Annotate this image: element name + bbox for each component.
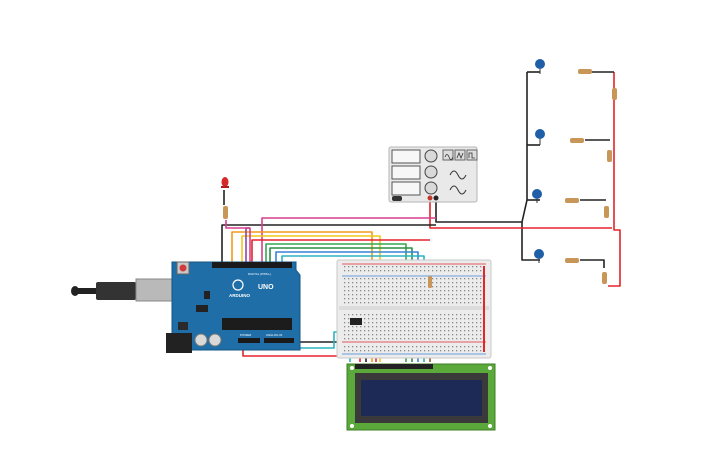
breadboard-right-rail xyxy=(483,266,485,352)
small-chip xyxy=(196,305,208,312)
resistor-h2[interactable] xyxy=(570,138,584,143)
lcd-mount-hole-3 xyxy=(350,424,354,428)
lcd-16x2[interactable] xyxy=(346,363,496,431)
arduino-uno[interactable]: ARDUINO UNO DIGITAL (PWM~) POWER ANALOG … xyxy=(71,261,301,353)
resistor-breadboard[interactable] xyxy=(428,276,432,288)
power-switch[interactable] xyxy=(392,196,402,201)
arduino-brand: ARDUINO xyxy=(229,293,250,298)
sensor-network xyxy=(532,59,617,284)
atmega-chip xyxy=(222,318,292,330)
power-label: POWER xyxy=(240,333,252,337)
digital-header[interactable] xyxy=(212,262,292,268)
wire-red-network[interactable] xyxy=(608,72,621,287)
breadboard-center-gap xyxy=(339,306,489,310)
crystal xyxy=(204,291,210,299)
ic-chip[interactable] xyxy=(350,318,362,325)
resistor-h3[interactable] xyxy=(565,198,579,203)
resistor-v4[interactable] xyxy=(602,272,607,284)
breadboard-holes xyxy=(344,266,482,352)
reset-button-cap xyxy=(179,264,187,272)
power-jack xyxy=(166,333,192,353)
lcd-mount-hole-2 xyxy=(488,366,492,370)
led-red[interactable] xyxy=(221,177,229,188)
regulator xyxy=(178,322,188,330)
wire-led-cathode[interactable] xyxy=(225,220,251,262)
resistor-h4[interactable] xyxy=(565,258,579,263)
piezo-2[interactable] xyxy=(535,129,545,145)
resistor-h1[interactable] xyxy=(578,69,592,74)
piezo-3[interactable] xyxy=(532,189,542,203)
wire-pink[interactable] xyxy=(261,217,436,262)
lcd-screen xyxy=(361,380,482,416)
terminal-negative[interactable] xyxy=(427,195,433,201)
digital-label: DIGITAL (PWM~) xyxy=(248,272,271,276)
lcd-mount-hole-4 xyxy=(488,424,492,428)
capacitor-1 xyxy=(194,333,208,347)
analog-label: ANALOG IN xyxy=(266,333,282,337)
function-generator-knobs[interactable] xyxy=(424,149,438,195)
lcd-mount-hole-1 xyxy=(350,366,354,370)
waveform-buttons[interactable] xyxy=(442,149,478,161)
analog-header[interactable] xyxy=(264,338,294,343)
resistor-v3[interactable] xyxy=(604,206,609,218)
resistor-v1[interactable] xyxy=(612,88,617,100)
arduino-logo xyxy=(232,279,244,291)
wire-black-gnd[interactable] xyxy=(221,224,436,262)
function-generator-displays xyxy=(391,149,421,196)
wire-black-r4[interactable] xyxy=(580,259,605,268)
wire-red-1[interactable] xyxy=(251,239,430,262)
sine-wave-icon xyxy=(449,170,467,180)
wire-red-network-2[interactable] xyxy=(429,198,612,229)
arduino-model: UNO xyxy=(258,284,274,291)
function-generator[interactable] xyxy=(388,146,478,203)
capacitor-2 xyxy=(208,333,222,347)
terminal-positive[interactable] xyxy=(433,195,439,201)
piezo-1[interactable] xyxy=(535,59,545,74)
power-header[interactable] xyxy=(238,338,260,343)
breadboard[interactable] xyxy=(336,259,492,359)
resistor-led[interactable] xyxy=(223,206,228,219)
sine-wave-icon-2 xyxy=(449,185,467,195)
resistor-v2[interactable] xyxy=(607,150,612,162)
wire-black-network-4[interactable] xyxy=(521,222,540,261)
lcd-header-pins[interactable] xyxy=(355,364,433,369)
usb-cable-end xyxy=(71,286,79,296)
piezo-4[interactable] xyxy=(534,249,544,263)
usb-plug[interactable] xyxy=(96,282,136,300)
